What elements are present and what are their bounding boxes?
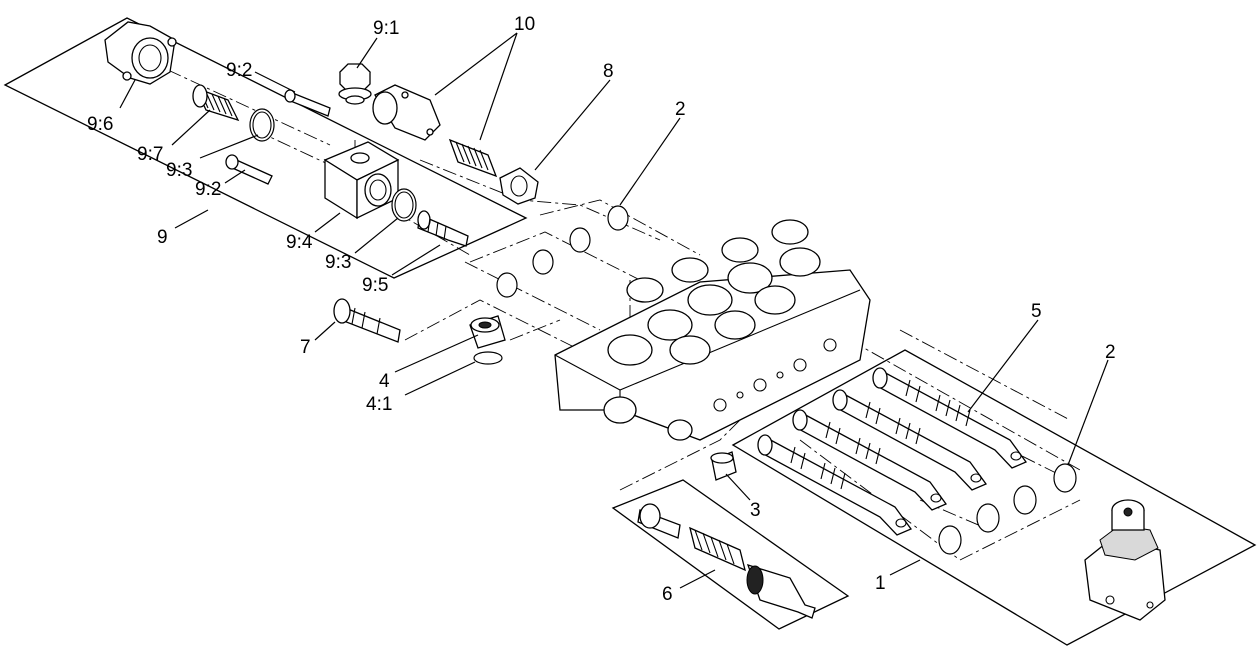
group-6-frame (611, 479, 850, 630)
part-9-7-spring (192, 84, 240, 122)
label-9: 9 (157, 227, 168, 248)
label-6: 6 (662, 584, 673, 605)
label-9-2-upper: 9:2 (226, 60, 252, 81)
label-2-lower: 2 (1105, 342, 1116, 363)
spool-2 (832, 389, 988, 491)
part-labels: 9:1 10 9:2 8 2 9:6 9:7 9:3 9:2 9 9:4 9:3… (87, 14, 1116, 605)
part-2-o-rings-lower (938, 463, 1077, 555)
label-10: 10 (514, 14, 535, 35)
part-8-gasket (499, 167, 539, 205)
part-9-5-valve (417, 210, 469, 247)
spool-1 (872, 367, 1028, 469)
leader-lines (119, 32, 1109, 589)
label-9-3-lower: 9:3 (325, 252, 351, 273)
part-10-spring (448, 138, 498, 178)
label-9-2-lower: 9:2 (195, 179, 221, 200)
part-6-spool-assembly (637, 503, 816, 619)
part-7-relief-valve (333, 298, 401, 343)
spool-4 (757, 434, 913, 536)
part-4-plug (469, 315, 506, 349)
part-9-2-screw-lower (225, 154, 273, 185)
part-5-spools (757, 367, 1028, 536)
label-4: 4 (379, 371, 390, 392)
label-2-upper: 2 (675, 99, 686, 120)
label-1: 1 (875, 573, 886, 594)
label-5: 5 (1031, 301, 1042, 322)
part-1-control-head (1084, 499, 1166, 621)
label-9-6: 9:6 (87, 114, 113, 135)
part-10-cover (372, 84, 441, 141)
part-4-1-washer (473, 351, 503, 365)
label-9-1: 9:1 (373, 18, 399, 39)
group-1-frame (731, 349, 1257, 646)
label-9-5: 9:5 (362, 275, 388, 296)
part-3-plug (710, 451, 737, 481)
part-9-4-block (323, 141, 400, 220)
valve-body (554, 219, 871, 441)
part-2-o-rings-upper (496, 205, 629, 298)
part-9-6-flange (104, 21, 177, 85)
part-9-2-screw-upper (284, 89, 331, 117)
label-8: 8 (603, 61, 614, 82)
label-9-4: 9:4 (286, 232, 313, 253)
label-7: 7 (300, 337, 311, 358)
label-9-7: 9:7 (137, 144, 163, 165)
center-lines (167, 69, 1081, 561)
label-3: 3 (750, 500, 761, 521)
part-9-3-o-ring-upper (249, 108, 275, 142)
label-9-3-upper: 9:3 (166, 160, 192, 181)
label-4-1: 4:1 (366, 394, 392, 415)
spool-3 (792, 409, 948, 511)
group-9-frame (3, 17, 528, 279)
part-9-3-o-ring-lower (391, 188, 417, 222)
part-9-1-plug (338, 63, 372, 105)
